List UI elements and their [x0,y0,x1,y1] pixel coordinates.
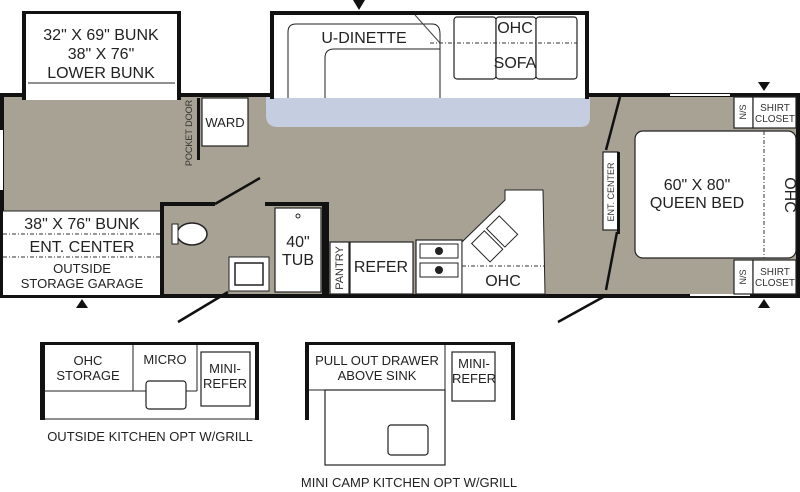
ohc-storage-label-1: OHC [74,353,103,368]
closet-label-1: SHIRT [760,267,790,278]
marker-arrow [353,0,365,10]
dinette-label: U-DINETTE [321,30,406,47]
bed-label-1: 60" X 80" [664,177,731,194]
mini-camp-kitchen-option: PULL OUT DRAWER ABOVE SINK MINI- REFER M… [301,342,517,490]
pocket-door-label: POCKET DOOR [184,99,194,166]
closet-label-1: SHIRT [760,103,790,114]
sofa-label: SOFA [494,55,537,72]
marker-arrow [76,299,88,308]
bunk-slideout: 32" X 69" BUNK 38" X 76" LOWER BUNK [22,11,181,100]
tub: 40" TUB [274,207,322,293]
drawer-label-1: PULL OUT DRAWER [315,353,439,368]
bath-wall [322,202,329,295]
bath-wall [160,202,215,206]
storage-label-1: OUTSIDE [53,261,111,276]
closet-top: N/S SHIRT CLOSET [733,96,797,129]
bunk-top-label-1: 32" X 69" BUNK [43,27,159,44]
entry-door[interactable] [177,290,229,324]
ohc-storage-label-2: STORAGE [56,368,120,383]
marker-arrow [758,82,770,91]
dinette-slideout: U-DINETTE OHC SOFA [266,11,590,127]
sofa-ohc-label: OHC [497,20,533,37]
ns-label: N/S [738,104,748,119]
marker-arrow [758,299,770,308]
queen-bed: 60" X 80" QUEEN BED OHC [634,130,798,259]
bunk-top-label-3: LOWER BUNK [47,65,155,82]
drawer-label-2: ABOVE SINK [338,368,417,383]
closet-label-2: CLOSET [755,278,795,289]
kitchen-sink-icon [470,215,519,263]
pantry [329,241,350,295]
ward-label: WARD [205,115,244,130]
refrigerator [349,241,414,295]
mini-camp-kitchen-caption: MINI CAMP KITCHEN OPT W/GRILL [301,475,517,490]
wardrobe [201,97,249,147]
refer-label: REFER [354,259,408,276]
storage-label-2: STORAGE GARAGE [21,276,144,291]
bedroom-wall [604,96,622,151]
window [670,94,730,96]
ns-label: N/S [738,269,748,284]
bed-ohc-label: OHC [781,177,798,213]
pocket-door[interactable] [197,98,200,160]
bedroom-door[interactable] [604,231,619,291]
closet-label-2: CLOSET [755,114,795,125]
outside-kitchen-option: OHC STORAGE MICRO MINI- REFER OUTSIDE KI… [40,342,259,444]
tub-label-1: 40" [286,234,309,251]
micro-label: MICRO [143,352,186,367]
window [690,294,750,296]
left-wall [0,93,4,298]
bottom-wall [0,294,800,298]
outside-kitchen-caption: OUTSIDE KITCHEN OPT W/GRILL [47,429,253,444]
bunk-top-label-2: 38" X 76" [68,46,135,63]
lower-bunk-area: 38" X 76" BUNK ENT. CENTER OUTSIDE STORA… [3,203,164,296]
closet-bottom: N/S SHIRT CLOSET [733,259,797,295]
stove-icon [415,239,463,295]
window [0,130,3,190]
sink-icon [228,256,270,292]
ent-center-wall [617,152,620,234]
mini-refer-label-1: MINI- [458,356,490,371]
bath-wall [265,202,329,206]
kitchen-ohc-label: OHC [485,273,521,290]
right-wall [796,93,800,298]
mini-refer-label-1: MINI- [209,361,241,376]
mini-refer-label-2: REFER [203,376,247,391]
pantry-label: PANTRY [334,246,346,290]
mini-refer-label-2: REFER [452,371,496,386]
rear-door[interactable] [557,294,606,324]
ent-center-right-label: ENT. CENTER [606,162,616,222]
toilet-icon [171,222,208,246]
tub-label-2: TUB [282,252,314,269]
ent-center-left-label: ENT. CENTER [30,239,135,256]
bunk-bottom-label: 38" X 76" BUNK [24,216,140,233]
bed-label-2: QUEEN BED [650,195,744,212]
bath-door[interactable] [214,176,261,206]
